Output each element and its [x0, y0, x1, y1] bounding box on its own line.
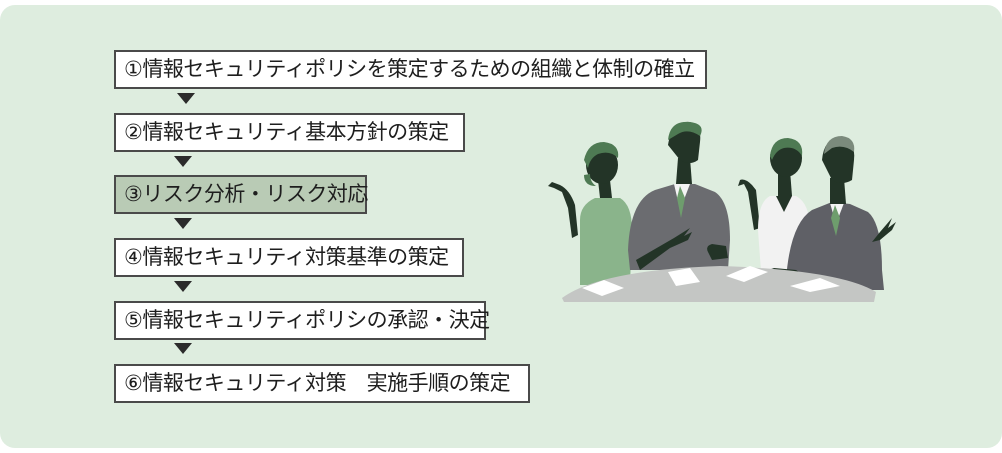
down-triangle-icon [174, 281, 192, 292]
person-man-suit-icon [628, 121, 730, 270]
down-triangle-icon [177, 93, 195, 104]
step-4-label: ④情報セキュリティ対策基準の策定 [124, 245, 449, 269]
step-3-box-highlighted: ③リスク分析・リスク対応 [114, 175, 368, 214]
down-triangle-icon [174, 156, 192, 167]
diagram-panel: ①情報セキュリティポリシを策定するための組織と体制の確立 ②情報セキュリティ基本… [0, 5, 1002, 448]
down-triangle-icon [174, 343, 192, 354]
step-1-label: ①情報セキュリティポリシを策定するための組織と体制の確立 [124, 57, 695, 81]
step-2-box: ②情報セキュリティ基本方針の策定 [114, 113, 465, 152]
step-2-label: ②情報セキュリティ基本方針の策定 [124, 120, 449, 144]
person-man-gray-hair-icon [768, 136, 896, 290]
person-woman-green-icon [548, 142, 632, 285]
step-4-box: ④情報セキュリティ対策基準の策定 [114, 238, 464, 277]
step-3-label: ③リスク分析・リスク対応 [124, 182, 368, 206]
step-1-box: ①情報セキュリティポリシを策定するための組織と体制の確立 [114, 50, 707, 89]
step-5-label: ⑤情報セキュリティポリシの承認・決定 [124, 308, 490, 332]
step-5-box: ⑤情報セキュリティポリシの承認・決定 [114, 301, 490, 340]
step-6-box: ⑥情報セキュリティ対策 実施手順の策定 [114, 364, 530, 403]
step-6-label: ⑥情報セキュリティ対策 実施手順の策定 [124, 371, 511, 395]
down-triangle-icon [174, 218, 192, 229]
business-meeting-people-icon [548, 121, 896, 302]
meeting-table-icon [562, 266, 876, 302]
